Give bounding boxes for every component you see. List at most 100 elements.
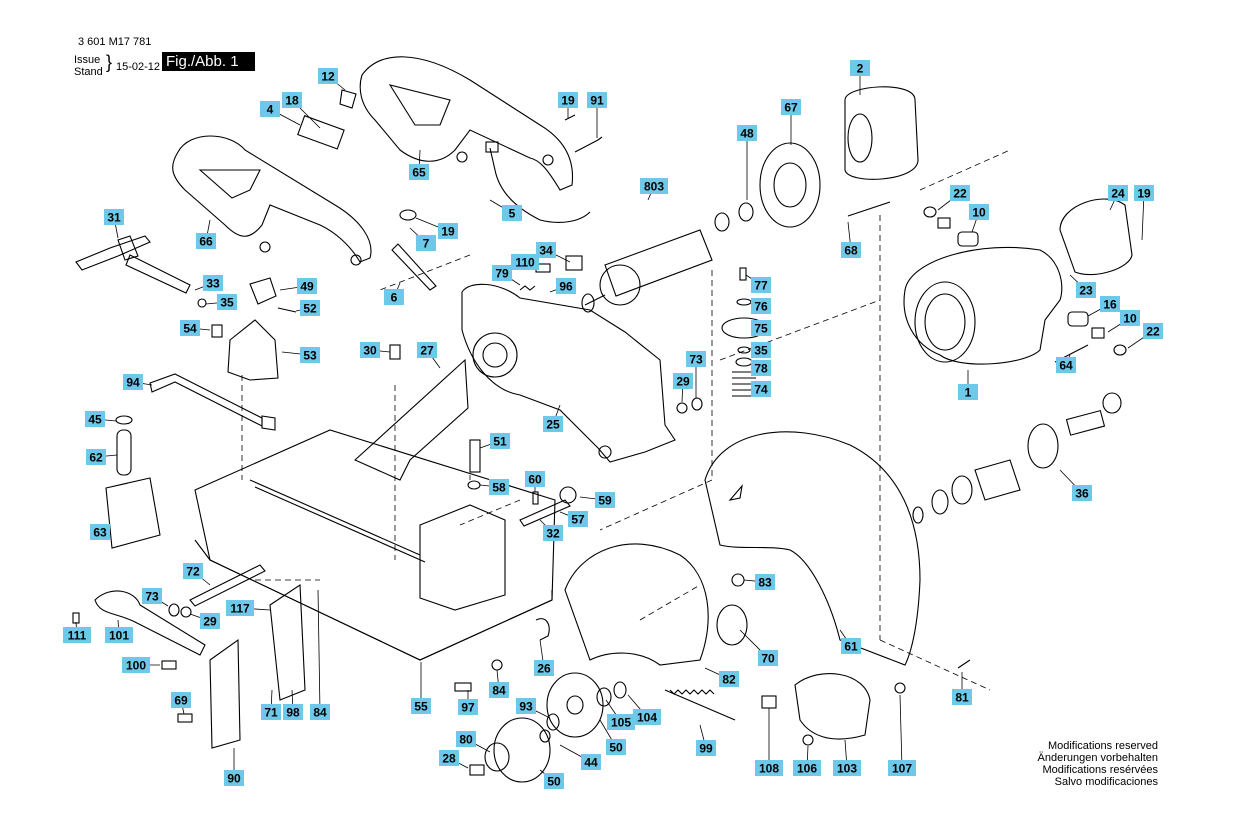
callout-77: 77 bbox=[751, 277, 771, 293]
modification-notes: Modifications reserved Änderungen vorbeh… bbox=[1038, 740, 1158, 788]
callout-text: 74 bbox=[754, 383, 768, 397]
callout-box bbox=[180, 320, 200, 336]
callout-text: 27 bbox=[420, 344, 434, 358]
callout-text: 12 bbox=[321, 70, 335, 84]
nut-78 bbox=[735, 357, 753, 367]
handle-66 bbox=[172, 135, 372, 263]
callout-text: 10 bbox=[1123, 312, 1137, 326]
callout-box bbox=[1134, 185, 1154, 201]
callout-box bbox=[384, 289, 404, 305]
handle-screw bbox=[259, 241, 271, 253]
cap-22b bbox=[1113, 344, 1127, 356]
callout-44: 44 bbox=[581, 754, 601, 770]
callout-48: 48 bbox=[737, 125, 757, 141]
callout-text: 76 bbox=[754, 300, 768, 314]
callout-text: 101 bbox=[109, 629, 129, 643]
callout-text: 108 bbox=[759, 762, 779, 776]
callout-23: 23 bbox=[1076, 282, 1096, 298]
arm-117 bbox=[269, 584, 306, 701]
callout-box bbox=[781, 99, 801, 115]
callout-81: 81 bbox=[952, 689, 972, 705]
spring-99 bbox=[664, 689, 736, 721]
callout-box bbox=[1076, 282, 1096, 298]
pin-108 bbox=[761, 695, 777, 709]
callout-box bbox=[261, 704, 281, 720]
nut-107 bbox=[894, 682, 906, 694]
screw-54 bbox=[211, 324, 223, 338]
callout-box bbox=[558, 92, 578, 108]
callout-83: 83 bbox=[755, 574, 775, 590]
callout-7: 7 bbox=[416, 235, 436, 251]
callout-text: 5 bbox=[509, 207, 516, 221]
callout-box bbox=[525, 471, 545, 487]
callout-box bbox=[751, 360, 771, 376]
callout-text: 80 bbox=[459, 733, 473, 747]
knob-60 bbox=[559, 486, 577, 504]
callout-box bbox=[696, 740, 716, 756]
callout-text: 51 bbox=[493, 435, 507, 449]
screw-19 bbox=[564, 114, 576, 121]
callout-text: 96 bbox=[559, 280, 573, 294]
vise-57 bbox=[519, 499, 571, 527]
callout-box bbox=[737, 125, 757, 141]
callout-text: 93 bbox=[519, 700, 533, 714]
callout-33: 33 bbox=[203, 275, 223, 291]
washer-76 bbox=[736, 298, 752, 306]
callout-text: 18 bbox=[285, 94, 299, 108]
callout-text: 7 bbox=[423, 237, 430, 251]
callout-box bbox=[606, 739, 626, 755]
callout-52: 52 bbox=[300, 300, 320, 316]
callout-box bbox=[544, 773, 564, 789]
knob-34 bbox=[565, 255, 583, 271]
callout-box bbox=[793, 760, 821, 776]
callout-73: 73 bbox=[142, 588, 162, 604]
callout-26: 26 bbox=[534, 660, 554, 676]
callout-71: 71 bbox=[261, 704, 281, 720]
callout-91: 91 bbox=[587, 92, 607, 108]
callout-text: 35 bbox=[220, 296, 234, 310]
screw-30 bbox=[389, 344, 401, 360]
note-es: Salvo modificaciones bbox=[1054, 776, 1158, 788]
bolt-6 bbox=[391, 243, 437, 291]
callout-text: 49 bbox=[300, 280, 314, 294]
callout-24: 24 bbox=[1108, 185, 1128, 201]
callout-box bbox=[719, 671, 739, 687]
fence-27 bbox=[354, 358, 469, 481]
callout-57: 57 bbox=[568, 511, 588, 527]
shaft-36 bbox=[1065, 409, 1106, 436]
callout-66: 66 bbox=[196, 233, 216, 249]
bearing-plate-67 bbox=[759, 142, 821, 228]
callout-22: 22 bbox=[950, 185, 970, 201]
callout-72: 72 bbox=[183, 563, 203, 579]
callout-text: 72 bbox=[186, 565, 200, 579]
callout-box bbox=[969, 204, 989, 220]
callout-text: 28 bbox=[442, 752, 456, 766]
brush-10b bbox=[1091, 327, 1105, 339]
callout-box bbox=[751, 298, 771, 314]
callout-text: 104 bbox=[637, 711, 657, 725]
callout-35: 35 bbox=[751, 342, 771, 358]
callout-59: 59 bbox=[595, 492, 615, 508]
callout-box bbox=[171, 692, 191, 708]
callout-text: 110 bbox=[515, 256, 535, 270]
callout-box bbox=[1120, 310, 1140, 326]
callout-box bbox=[833, 760, 861, 776]
callout-text: 23 bbox=[1079, 284, 1093, 298]
callout-text: 79 bbox=[495, 267, 509, 281]
callout-text: 22 bbox=[953, 187, 967, 201]
switch-18 bbox=[297, 115, 345, 150]
brush-cover-24 bbox=[1059, 198, 1133, 276]
callout-box bbox=[534, 660, 554, 676]
bracket-53 bbox=[227, 319, 279, 381]
screw-100 bbox=[161, 660, 177, 670]
callout-box bbox=[183, 563, 203, 579]
callout-text: 31 bbox=[107, 211, 121, 225]
callout-box bbox=[1143, 323, 1163, 339]
spring-74 bbox=[732, 371, 756, 397]
gear-housing-25 bbox=[461, 283, 676, 463]
callout-box bbox=[310, 704, 330, 720]
callout-34: 34 bbox=[536, 242, 556, 258]
callout-25: 25 bbox=[543, 416, 563, 432]
nut-73 bbox=[691, 397, 703, 411]
